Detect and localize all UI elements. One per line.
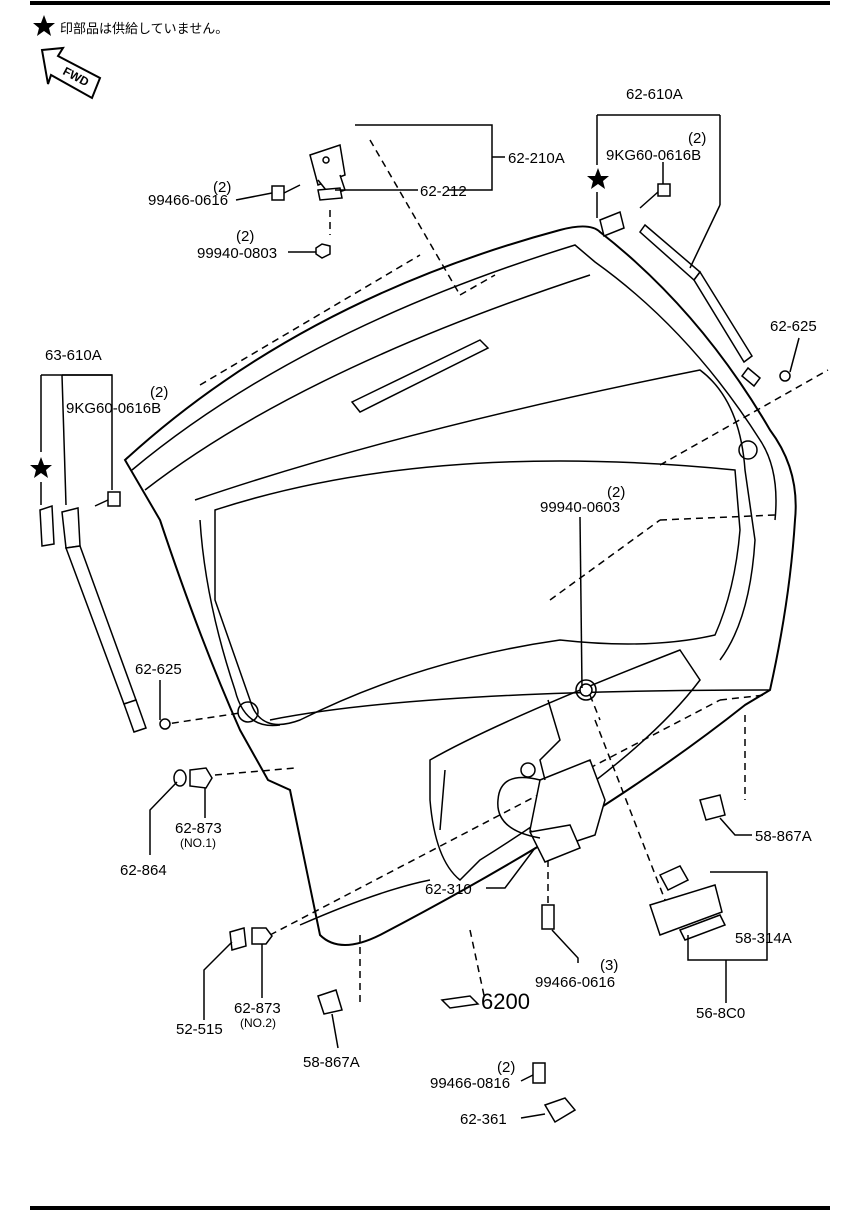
liftgate-panel <box>123 225 797 946</box>
star-icon <box>30 457 52 478</box>
reference-hand-icon <box>440 995 480 1009</box>
bolt-icon <box>532 1062 546 1084</box>
label-62-625-right: 62-625 <box>770 318 817 335</box>
handle-switch <box>649 865 727 941</box>
bracket-part <box>543 1097 577 1124</box>
label-99940-0803-qty: (2) <box>236 228 254 245</box>
star-icon <box>33 15 55 36</box>
callout-labels: 62-610A (2) 9KG60-0616B 62-210A 62-212 (… <box>45 86 817 1128</box>
bolt-icon <box>94 491 121 507</box>
label-62-610A: 62-610A <box>626 86 683 103</box>
label-9KG-left-qty: (2) <box>150 384 168 401</box>
label-52-515: 52-515 <box>176 1021 223 1038</box>
bumper-stopper <box>173 767 213 789</box>
label-62-873-no1: 62-873 <box>175 820 222 837</box>
label-62-610A-qty: (2) <box>688 130 706 147</box>
label-58-867A-right: 58-867A <box>755 828 812 845</box>
label-56-8C0: 56-8C0 <box>696 1005 745 1022</box>
clip-icon <box>699 794 726 821</box>
bumper-stopper <box>251 927 273 945</box>
label-62-864: 62-864 <box>120 862 167 879</box>
label-9KG-left: 9KG60-0616B <box>66 400 161 417</box>
label-99940-0603-qty: (2) <box>607 484 625 501</box>
label-62-625-left: 62-625 <box>135 661 182 678</box>
clip-icon <box>779 370 791 382</box>
label-6200: 6200 <box>481 989 530 1014</box>
star-icon <box>587 168 609 189</box>
bolt-icon <box>639 183 671 209</box>
label-62-361: 62-361 <box>460 1111 507 1128</box>
label-99466-0616-top: 99466-0616 <box>148 192 228 209</box>
label-62-210A: 62-210A <box>508 150 565 167</box>
clip-icon <box>317 989 343 1015</box>
bolt-icon <box>541 904 555 930</box>
label-99940-0603: 99940-0603 <box>540 499 620 516</box>
bolt-icon <box>271 184 301 201</box>
label-62-212: 62-212 <box>420 183 467 200</box>
nut-icon <box>315 243 331 259</box>
label-99466-0616-top-qty: (2) <box>213 179 231 196</box>
label-99940-0803: 99940-0803 <box>197 245 277 262</box>
label-62-873-no1-sub: (NO.1) <box>180 836 216 850</box>
label-62-310: 62-310 <box>425 881 472 898</box>
notice-text: 印部品は供給していません。 <box>60 22 228 37</box>
label-99466-0616-mid-qty: (3) <box>600 957 618 974</box>
gas-strut-left <box>39 504 147 733</box>
latch-assembly <box>497 683 606 863</box>
hinge-bracket <box>317 187 343 201</box>
label-58-867A-left: 58-867A <box>303 1054 360 1071</box>
callout-leaders <box>40 114 800 1119</box>
gas-strut-right <box>599 210 762 388</box>
label-62-873-no2-sub: (NO.2) <box>240 1016 276 1030</box>
fwd-arrow-icon: FWD <box>40 46 102 100</box>
label-99466-0816-qty: (2) <box>497 1059 515 1076</box>
clip-icon <box>159 718 171 730</box>
label-62-873-no2: 62-873 <box>234 1000 281 1017</box>
label-9KG-right: 9KG60-0616B <box>606 147 701 164</box>
dashed-leaders <box>159 139 829 1005</box>
clip-icon <box>229 927 247 951</box>
label-58-314A: 58-314A <box>735 930 792 947</box>
label-99466-0616-mid: 99466-0616 <box>535 974 615 991</box>
label-63-610A: 63-610A <box>45 347 102 364</box>
label-99466-0816: 99466-0816 <box>430 1075 510 1092</box>
